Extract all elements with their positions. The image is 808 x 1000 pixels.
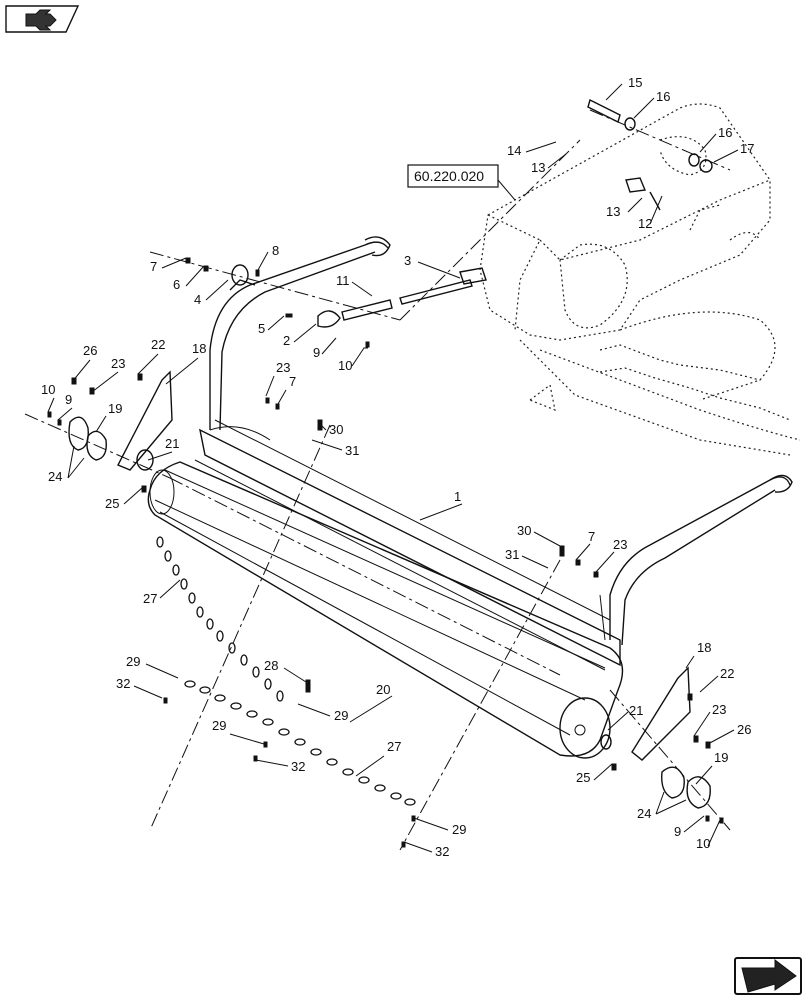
callout-25: 25 bbox=[576, 770, 590, 785]
callout-29: 29 bbox=[452, 822, 466, 837]
callout-3: 3 bbox=[404, 253, 411, 268]
callout-21: 21 bbox=[165, 436, 179, 451]
leader-lines bbox=[47, 83, 739, 853]
callout-23: 23 bbox=[276, 360, 290, 375]
callout-10: 10 bbox=[41, 382, 55, 397]
callout-7: 7 bbox=[588, 529, 595, 544]
pivot-pins bbox=[587, 98, 713, 211]
callout-2: 2 bbox=[283, 333, 290, 348]
callout-22: 22 bbox=[151, 337, 165, 352]
callout-23: 23 bbox=[613, 537, 627, 552]
callout-9: 9 bbox=[674, 824, 681, 839]
chain-lower bbox=[184, 680, 416, 806]
callout-19: 19 bbox=[714, 750, 728, 765]
callout-labels: 15 16 16 17 14 13 13 12 8 3 7 6 4 11 5 2… bbox=[41, 75, 754, 859]
centerlines bbox=[24, 109, 731, 851]
left-arm bbox=[209, 236, 391, 441]
callout-31: 31 bbox=[505, 547, 519, 562]
callout-21: 21 bbox=[629, 703, 643, 718]
callout-15: 15 bbox=[628, 75, 642, 90]
callout-27: 27 bbox=[387, 739, 401, 754]
callout-5: 5 bbox=[258, 321, 265, 336]
rods bbox=[341, 267, 487, 321]
callout-18: 18 bbox=[697, 640, 711, 655]
callout-32: 32 bbox=[116, 676, 130, 691]
callout-24: 24 bbox=[637, 806, 651, 821]
callout-6: 6 bbox=[173, 277, 180, 292]
callout-20: 20 bbox=[376, 682, 390, 697]
view-icon[interactable] bbox=[5, 5, 80, 33]
right-arm bbox=[599, 474, 793, 646]
callout-8: 8 bbox=[272, 243, 279, 258]
callout-16: 16 bbox=[656, 89, 670, 104]
callout-12: 12 bbox=[638, 216, 652, 231]
callout-29: 29 bbox=[334, 708, 348, 723]
callout-26: 26 bbox=[83, 343, 97, 358]
callout-11: 11 bbox=[336, 273, 350, 288]
reference-box[interactable]: 60.220.020 bbox=[407, 164, 516, 201]
roller-drum bbox=[147, 461, 624, 759]
roller-frame bbox=[194, 419, 621, 671]
callout-25: 25 bbox=[105, 496, 119, 511]
callout-7: 7 bbox=[150, 259, 157, 274]
callout-14: 14 bbox=[507, 143, 521, 158]
reference-box-label: 60.220.020 bbox=[414, 168, 484, 184]
callout-19: 19 bbox=[108, 401, 122, 416]
callout-30: 30 bbox=[517, 523, 531, 538]
callout-10: 10 bbox=[338, 358, 352, 373]
callout-10: 10 bbox=[696, 836, 710, 851]
callout-9: 9 bbox=[65, 392, 72, 407]
callout-31: 31 bbox=[345, 443, 359, 458]
callout-30: 30 bbox=[329, 422, 343, 437]
callout-13: 13 bbox=[606, 204, 620, 219]
callout-23: 23 bbox=[111, 356, 125, 371]
chain-upper bbox=[156, 536, 284, 702]
callout-26: 26 bbox=[737, 722, 751, 737]
callout-9: 9 bbox=[313, 345, 320, 360]
callout-23: 23 bbox=[712, 702, 726, 717]
callout-7: 7 bbox=[289, 374, 296, 389]
callout-22: 22 bbox=[720, 666, 734, 681]
callout-27: 27 bbox=[143, 591, 157, 606]
callout-29: 29 bbox=[212, 718, 226, 733]
callout-4: 4 bbox=[194, 292, 201, 307]
callout-32: 32 bbox=[291, 759, 305, 774]
callout-28: 28 bbox=[264, 658, 278, 673]
right-bracket bbox=[600, 666, 711, 809]
callout-13: 13 bbox=[531, 160, 545, 175]
callout-32: 32 bbox=[435, 844, 449, 859]
callout-29: 29 bbox=[126, 654, 140, 669]
left-bracket bbox=[68, 264, 341, 471]
next-page-icon[interactable] bbox=[734, 957, 802, 995]
callout-18: 18 bbox=[192, 341, 206, 356]
callout-1: 1 bbox=[454, 489, 461, 504]
callout-17: 17 bbox=[740, 141, 754, 156]
callout-24: 24 bbox=[48, 469, 62, 484]
fasteners bbox=[47, 257, 724, 848]
machine-frame bbox=[479, 103, 801, 456]
callout-16: 16 bbox=[718, 125, 732, 140]
